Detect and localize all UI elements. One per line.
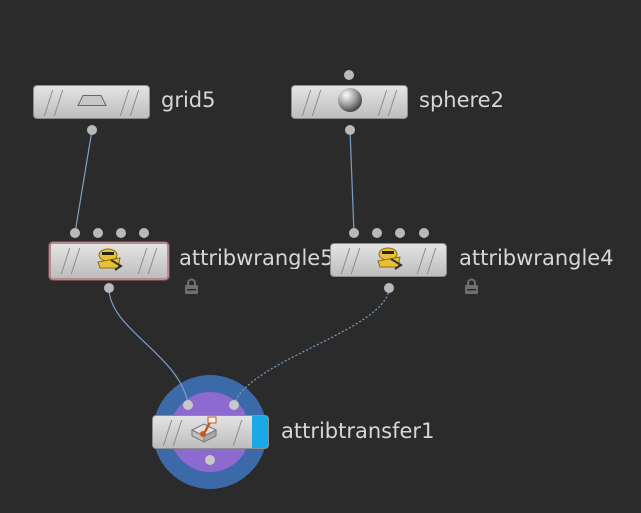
attribwrangle4-output-connector[interactable]	[384, 283, 394, 293]
node-attribtransfer1[interactable]	[152, 415, 269, 449]
attribwrangle5-input-2[interactable]	[93, 228, 103, 238]
lock-icon[interactable]	[184, 278, 199, 299]
node-label-grid5[interactable]: grid5	[161, 88, 216, 112]
sphere2-output-connector[interactable]	[345, 125, 355, 135]
attribtransfer1-input-1[interactable]	[183, 400, 193, 410]
node-label-attribwrangle5[interactable]: attribwrangle5	[179, 248, 334, 269]
attribtransfer1-input-2[interactable]	[229, 400, 239, 410]
wire-attribwrangle4-to-attribtransfer1[interactable]	[233, 288, 390, 405]
wire-attribwrangle5-to-attribtransfer1[interactable]	[108, 288, 189, 405]
attribwrangle5-input-1[interactable]	[70, 228, 80, 238]
node-grid5[interactable]	[33, 85, 150, 119]
attribwrangle4-input-2[interactable]	[372, 228, 382, 238]
node-label-attribwrangle4[interactable]: attribwrangle4	[459, 246, 614, 270]
wire-grid5-to-attribwrangle5[interactable]	[74, 129, 93, 234]
attribwrangle-icon	[94, 246, 124, 276]
wire-sphere2-to-attribwrangle4[interactable]	[349, 129, 355, 234]
grid5-output-connector[interactable]	[87, 125, 97, 135]
attribwrangle4-input-4[interactable]	[419, 228, 429, 238]
attribwrangle5-input-4[interactable]	[139, 228, 149, 238]
attribwrangle-icon	[374, 245, 404, 275]
attribtransfer-icon	[189, 416, 219, 448]
grid-plane-icon	[76, 93, 107, 112]
sphere-icon	[336, 86, 364, 118]
sphere2-input-connector[interactable]	[344, 70, 354, 80]
attribwrangle4-input-1[interactable]	[349, 228, 359, 238]
node-attribwrangle4[interactable]	[330, 243, 447, 277]
node-label-attribtransfer1[interactable]: attribtransfer1	[281, 419, 435, 443]
lock-icon[interactable]	[464, 278, 479, 299]
attribwrangle4-input-3[interactable]	[395, 228, 405, 238]
node-sphere2[interactable]	[291, 85, 408, 119]
node-attribwrangle5[interactable]	[49, 242, 169, 280]
display-flag[interactable]	[252, 416, 268, 448]
attribwrangle5-input-3[interactable]	[116, 228, 126, 238]
node-label-sphere2[interactable]: sphere2	[419, 88, 504, 112]
attribwrangle5-output-connector[interactable]	[104, 283, 114, 293]
attribtransfer1-output-connector[interactable]	[205, 455, 215, 465]
